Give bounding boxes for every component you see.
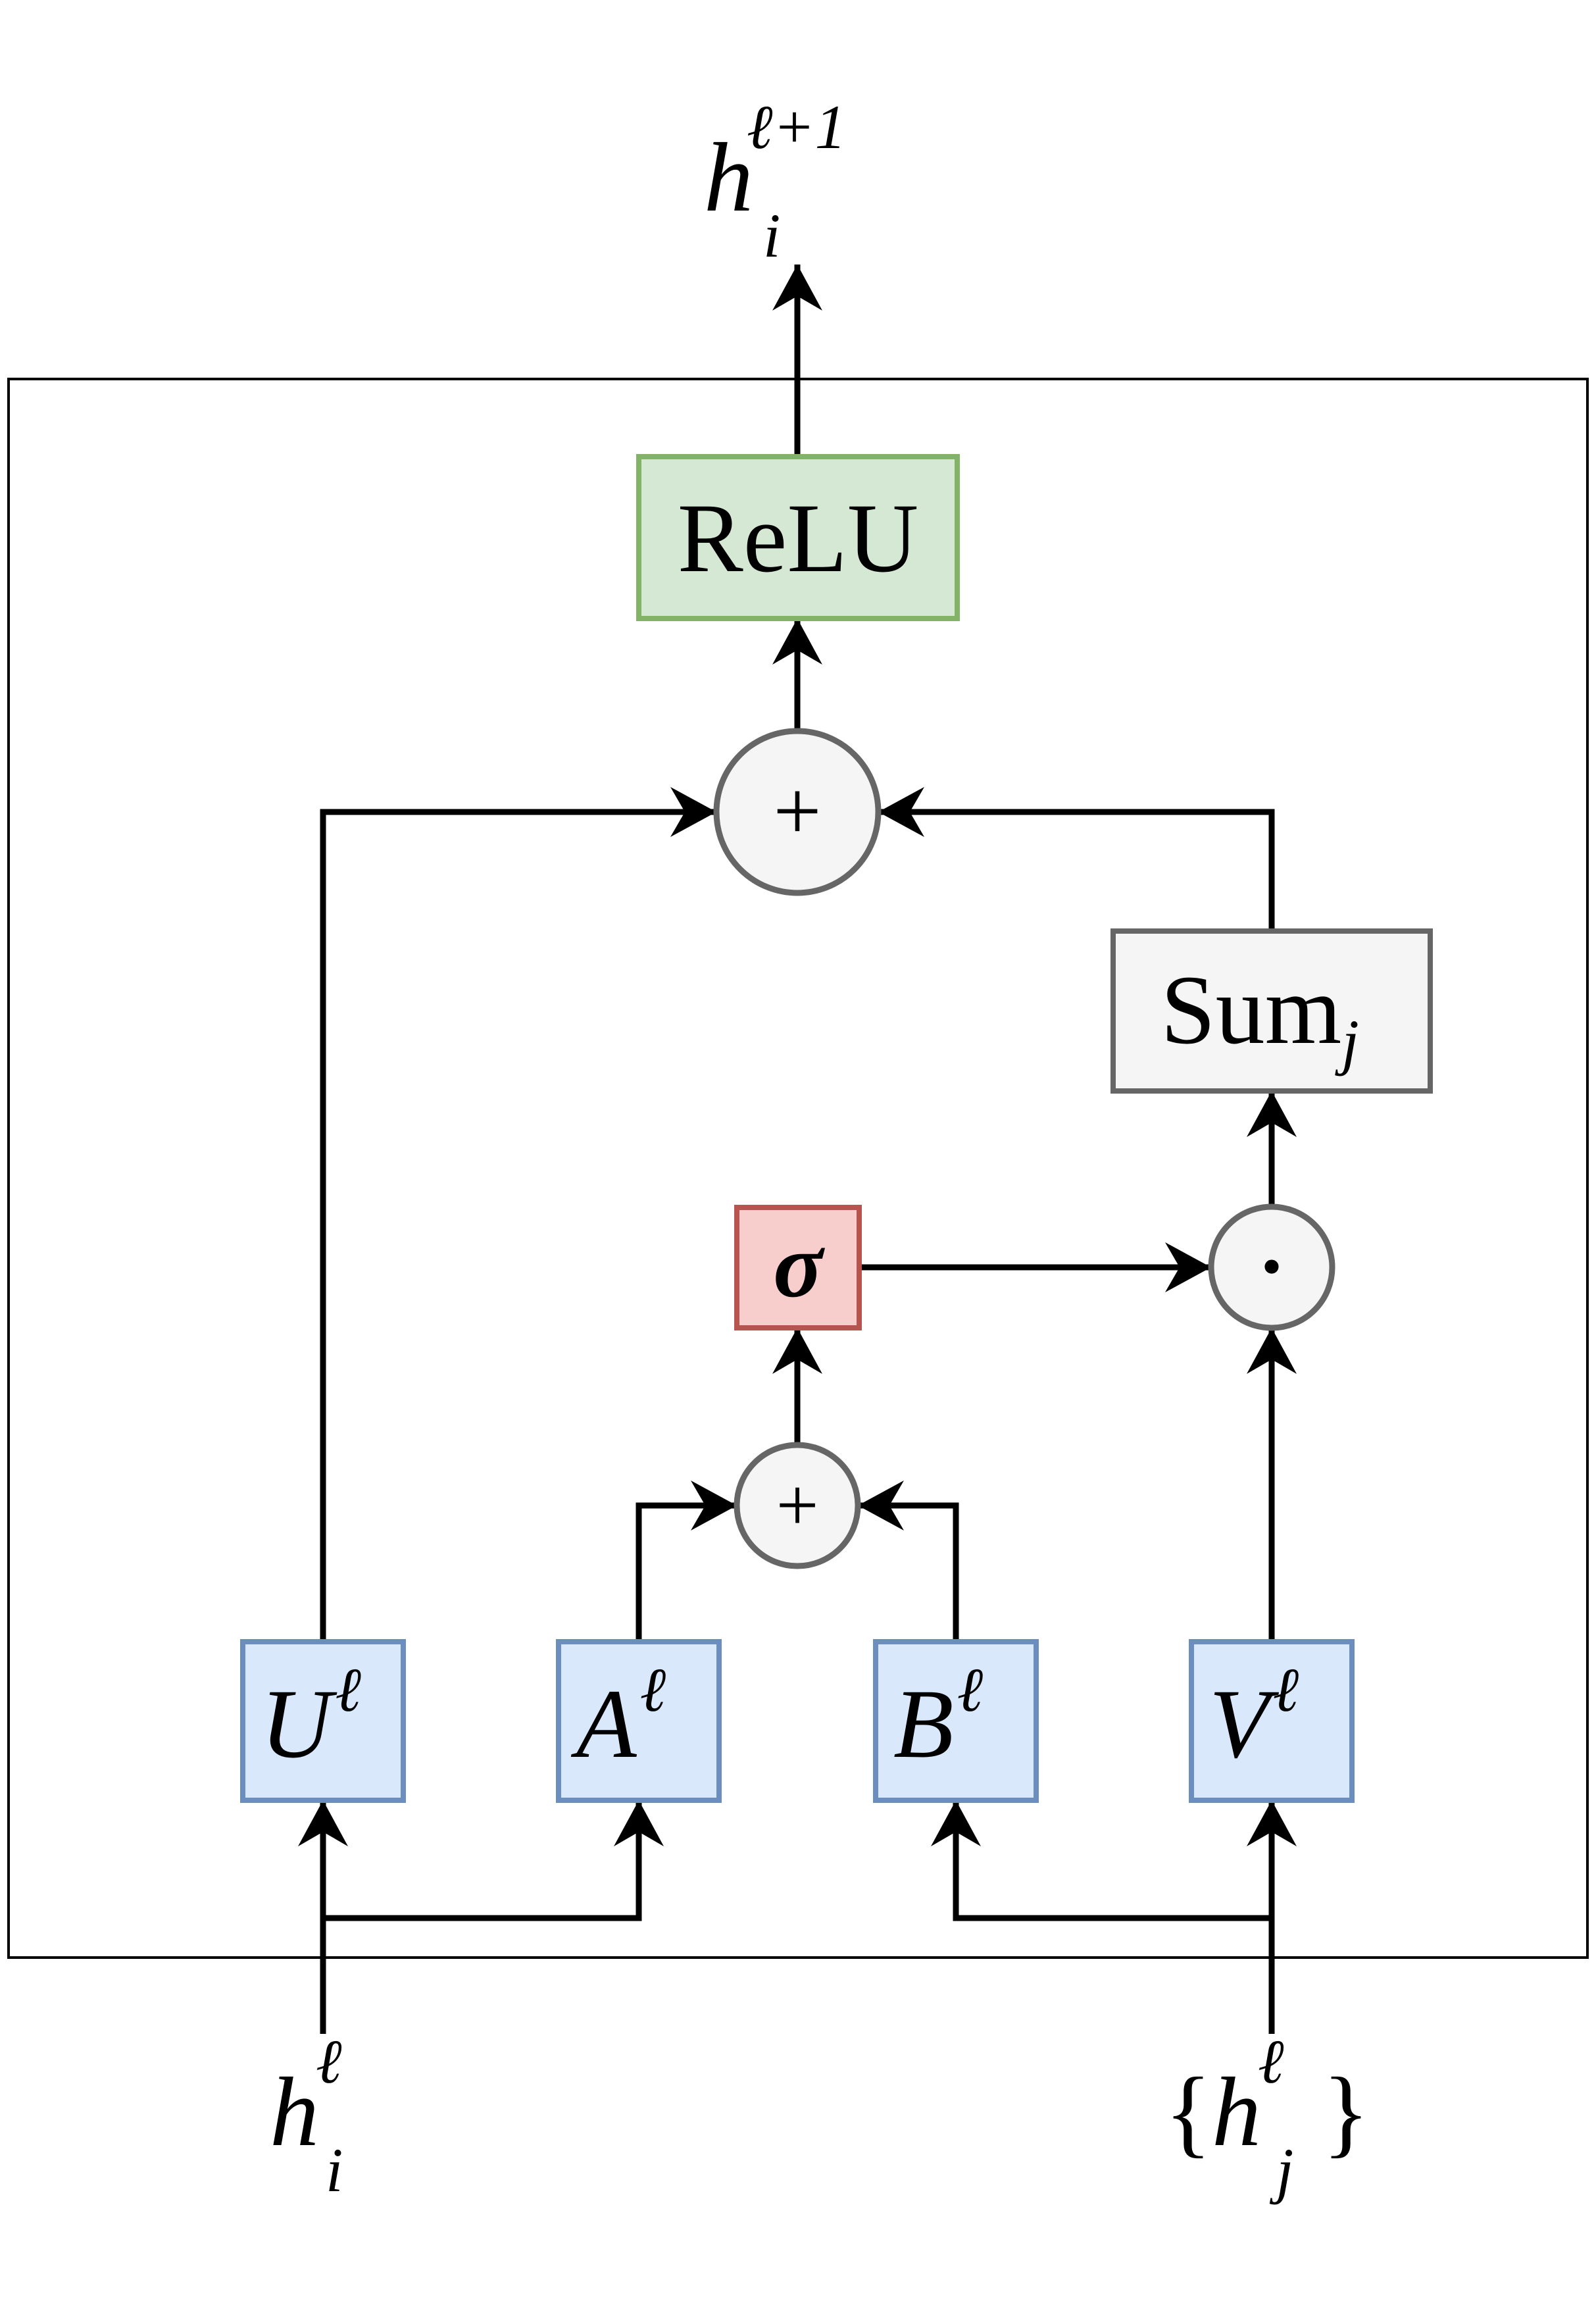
weight-label-a: Aℓ [570,1655,666,1779]
edge-hi-to-a [323,1800,642,1921]
weight-label-v: Vℓ [1209,1655,1299,1779]
hadamard-node [1208,1203,1335,1331]
edge-hadamard-to-sum-arrowhead [1247,1091,1297,1137]
edge-b-to-plus [858,1502,959,1642]
sum-label: Sumj [1160,955,1359,1076]
edge-hi-to-u-arrowhead [298,1800,348,1846]
edge-plus-to-relu-arrowhead [772,619,822,665]
hadamard-label: · [1257,1219,1285,1314]
edge-relu-to-output-arrowhead [772,265,822,311]
edge-u-to-plus [320,809,716,1642]
weight-box-u [240,1639,406,1803]
edge-sum-to-plus [878,809,1275,931]
edge-hj-to-b-arrowhead [931,1800,981,1846]
edge-u-to-plus-arrowhead [670,787,716,837]
edge-b-to-plus-arrowhead [858,1480,904,1531]
top-plus-node [713,728,882,896]
edge-a-to-plus-arrowhead [691,1480,737,1531]
relu-box [636,454,960,621]
weight-label-u: Uℓ [261,1655,361,1779]
sum-box [1110,928,1433,1094]
edge-hj-to-b [953,1800,1272,1921]
edge-sigma-to-hadamard-arrowhead [1165,1242,1211,1292]
sigma-box [734,1205,862,1330]
edge-hi-to-a-arrowhead [614,1800,664,1846]
edge-a-to-plus [636,1502,737,1642]
weight-box-v [1189,1639,1355,1803]
edge-sum-to-plus-arrowhead [878,787,924,837]
sigma-label: σ [773,1215,825,1317]
edge-hj-to-v-arrowhead [1247,1800,1297,1846]
bottom-plus-node [734,1442,861,1569]
edge-plus-to-sigma-arrowhead [772,1328,822,1374]
sum-base: Sum [1160,955,1341,1065]
edges [298,265,1297,2034]
top-plus-label: + [773,764,821,859]
bottom-plus-label: + [776,1463,819,1547]
weight-boxes: Uℓ Aℓ Bℓ Vℓ [240,1639,1355,1803]
relu-label: ReLU [678,484,919,593]
weight-box-a [556,1639,722,1803]
edge-v-to-hadamard-arrowhead [1247,1328,1297,1374]
weight-box-b [873,1639,1039,1803]
weight-label-b: Bℓ [893,1655,984,1779]
